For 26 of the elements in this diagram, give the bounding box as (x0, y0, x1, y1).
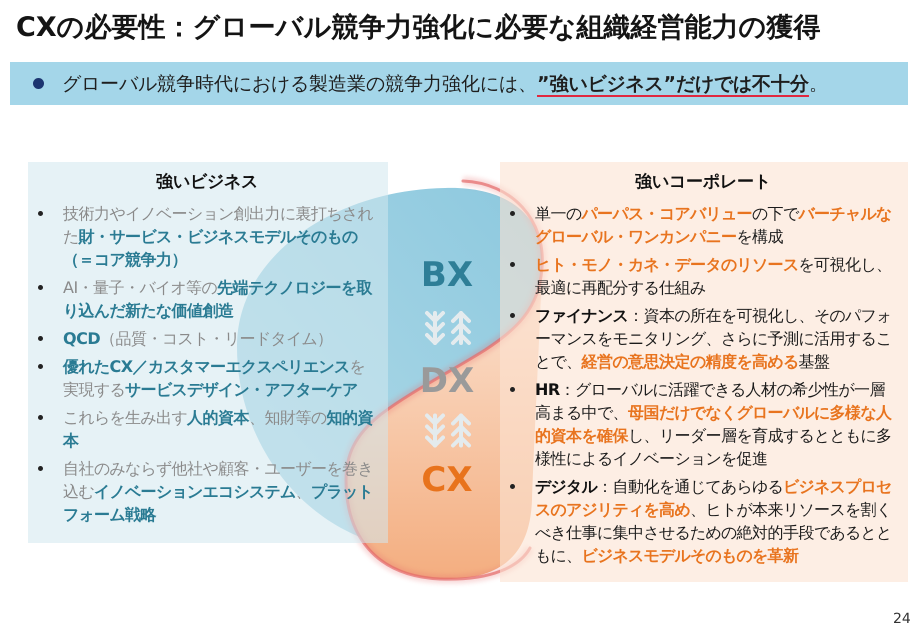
panel-heading: 強いコーポレート (635, 171, 771, 194)
bullet-text: AI・量子・バイオ等の先端テクノロジーを取り込んだ新たな価値創造 (63, 277, 374, 322)
stage-label: CX (421, 463, 473, 497)
bullet-text: 単一のパーパス・コアバリューの下でバーチャルなグローバル・ワンカンパニーを構成 (535, 203, 892, 248)
panel-heading: 強いビジネス (156, 171, 258, 194)
banner-text: グローバル競争時代における製造業の競争力強化には、”強いビジネス”だけでは不十分。 (62, 72, 828, 96)
info-panel (500, 162, 908, 582)
bullet-text: HR：グローバルに活躍できる人材の希少性が一層高まる中で、母国だけでなくグローバルに多様な人的資本を確保し、リーダー層を育成するとともに多様性によるイノベーションを促進 (535, 379, 893, 470)
bullet-text: QCD（品質・コスト・リードタイム） (63, 328, 334, 350)
chevron-arrow (451, 414, 471, 448)
slide-title: CXの必要性：グローバル競争力強化に必要な組織経営能力の獲得 (16, 11, 821, 45)
bullet-text: デジタル：自動化を通じてあらゆるビジネスプロセスのアジリティを高め、ヒトが本来リソースを割くべき仕事に集中させるための絶対的手段であるとともに、ビジネスモデルそのものを革新 (535, 476, 892, 567)
chevron-arrow (425, 311, 445, 345)
bullet-text: ヒト・モノ・カネ・データのリソースを可視化し、最適に再配分する仕組み (535, 254, 892, 299)
info-panel (28, 162, 388, 543)
chevron-arrow (425, 414, 445, 448)
bullet-text: 優れたCX／カスタマーエクスペリエンスを実現するサービスデザイン・アフターケア (63, 356, 366, 401)
bullet-text: これらを生み出す人的資本、知財等の知的資本 (63, 407, 374, 452)
bullet-text: ファイナンス：資本の所在を可視化し、そのパフォーマンスをモニタリング、さらに予測に活用することで、経営の意思決定の精度を高める基盤 (535, 305, 892, 373)
stage-label: DX (420, 364, 474, 398)
bullet-text: 技術力やイノベーション創出力に裏打ちされた財・サービス・ビジネスモデルそのもの（＝コア競争力） (63, 203, 374, 271)
chevron-arrow (451, 311, 471, 345)
bullet-text: 自社のみならず他社や顧客・ユーザーを巻き込むイノベーションエコシステム、プラットフォーム戦略 (63, 458, 374, 526)
banner (10, 62, 908, 105)
stage-label: BX (420, 258, 474, 292)
page-number: 24 (893, 610, 911, 628)
